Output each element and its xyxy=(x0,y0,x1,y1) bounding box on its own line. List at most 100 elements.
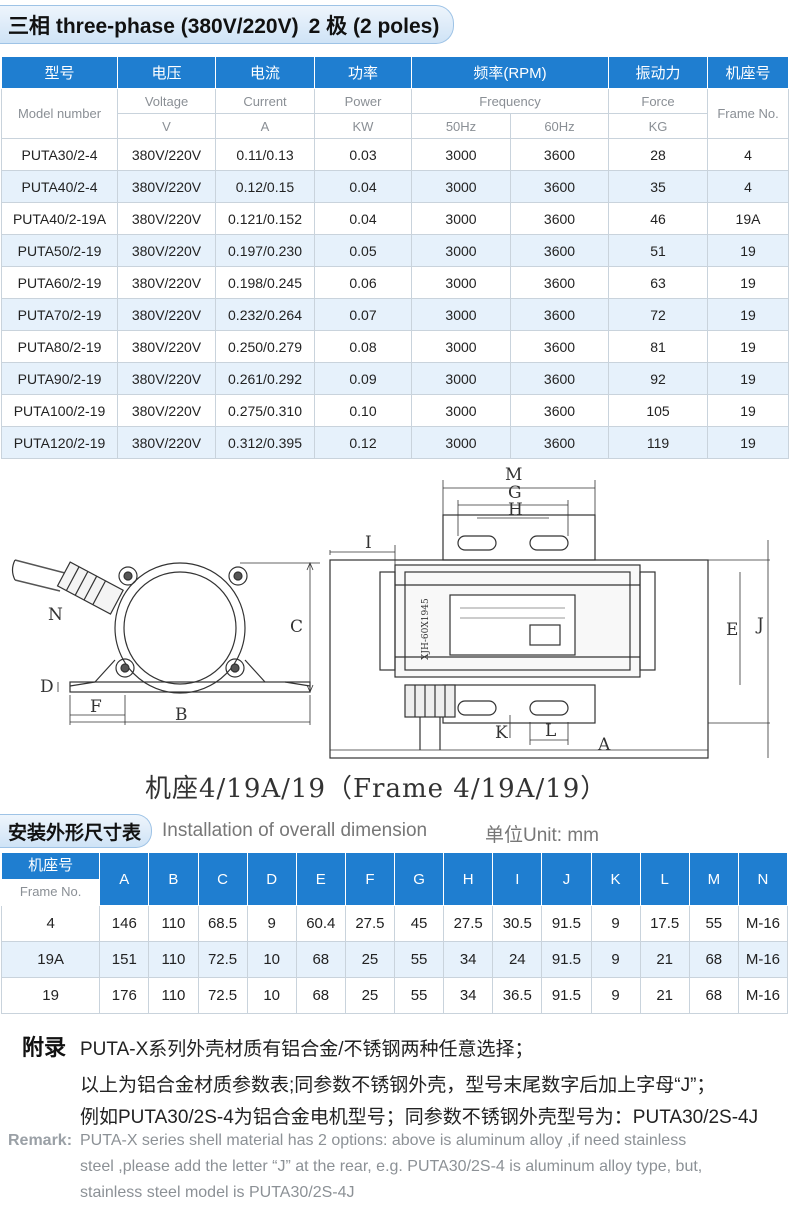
dim-cell: 10 xyxy=(246,977,297,1014)
label-E: E xyxy=(726,620,738,640)
spec-cell: 380V/220V xyxy=(117,298,216,331)
spec-cell: 0.04 xyxy=(314,202,412,235)
dim-cell: M-16 xyxy=(737,905,789,942)
spec-cell: 19 xyxy=(707,266,790,299)
spec-cell: 4 xyxy=(707,170,790,203)
dim-col-header: F xyxy=(344,852,396,906)
spec-cell: 3000 xyxy=(411,394,511,427)
dim-col-header: C xyxy=(197,852,248,906)
dim-col-header: J xyxy=(541,852,592,906)
dim-cell: 72.5 xyxy=(197,977,248,1014)
dim-cell: 10 xyxy=(246,941,297,978)
spec-cell: 380V/220V xyxy=(117,170,216,203)
spec-cell: PUTA30/2-4 xyxy=(1,138,118,171)
dim-col-header: L xyxy=(639,852,690,906)
spec-cell: 0.05 xyxy=(314,234,412,267)
spec-cell: 3600 xyxy=(509,138,610,171)
dim-cell: 4 xyxy=(0,905,101,942)
spec-cell: 0.12 xyxy=(314,426,412,459)
col-frame: 机座号 Frame No. xyxy=(0,852,101,906)
label-A: A xyxy=(597,735,611,755)
col-force-en: Force xyxy=(608,88,709,114)
spec-cell: 380V/220V xyxy=(117,234,216,267)
spec-cell: 380V/220V xyxy=(117,426,216,459)
dim-cell: 9 xyxy=(246,905,297,942)
dim-cell: 21 xyxy=(639,977,690,1014)
dim-cell: 68 xyxy=(295,941,346,978)
remark-line-1: PUTA-X series shell material has 2 optio… xyxy=(80,1132,687,1149)
dim-cell: 55 xyxy=(393,941,445,978)
side-view xyxy=(11,559,320,725)
spec-cell: 3000 xyxy=(411,426,511,459)
spec-cell: 4 xyxy=(707,138,790,171)
dim-cell: 72.5 xyxy=(197,941,248,978)
spec-cell: 0.11/0.13 xyxy=(215,138,315,171)
label-B: B xyxy=(175,705,188,725)
col-force-cn: 振动力 xyxy=(608,56,709,89)
spec-cell: 28 xyxy=(608,138,709,171)
dim-cell: 110 xyxy=(148,905,199,942)
spec-cell: 19 xyxy=(707,330,790,363)
spec-cell: PUTA90/2-19 xyxy=(1,362,118,395)
spec-cell: 3000 xyxy=(411,266,511,299)
col-voltage-cn: 电压 xyxy=(117,56,216,89)
spec-cell: 51 xyxy=(608,234,709,267)
dim-cell: 55 xyxy=(688,905,739,942)
dimension-title-en: Installation of overall dimension xyxy=(162,820,428,841)
dim-cell: 146 xyxy=(99,905,150,942)
dim-col-header: K xyxy=(590,852,641,906)
col-frame-en: Frame No. xyxy=(707,88,790,139)
appendix-line-2: 以上为铝合金材质参数表;同参数不锈钢外壳，型号末尾数字后加上字母“J”； xyxy=(80,1075,716,1096)
label-I: I xyxy=(365,533,372,553)
spec-cell: 0.197/0.230 xyxy=(215,234,315,267)
dim-cell: M-16 xyxy=(737,941,789,978)
unit-current: A xyxy=(215,113,315,139)
col-power-en: Power xyxy=(314,88,412,114)
spec-cell: 3600 xyxy=(509,330,610,363)
spec-cell: PUTA40/2-19A xyxy=(1,202,118,235)
spec-cell: 3600 xyxy=(509,426,610,459)
label-C: C xyxy=(290,617,303,637)
page-title: 三相 three-phase (380V/220V) 2 极 (2 poles) xyxy=(0,5,455,44)
spec-cell: 92 xyxy=(608,362,709,395)
col-frame-cn: 机座号 xyxy=(707,56,790,89)
spec-cell: 0.06 xyxy=(314,266,412,299)
spec-cell: 63 xyxy=(608,266,709,299)
dim-col-header: D xyxy=(246,852,297,906)
dim-cell: 68 xyxy=(688,977,739,1014)
frame-caption: 机座4/19A/19（Frame 4/19A/19） xyxy=(145,774,608,804)
dimension-title: 安装外形尺寸表 xyxy=(0,814,153,848)
spec-cell: 3600 xyxy=(509,298,610,331)
appendix-line-3: 例如PUTA30/2S-4为铝合金电机型号；同参数不锈钢外壳型号为：PUTA30… xyxy=(80,1107,759,1128)
dim-cell: 68 xyxy=(688,941,739,978)
dim-cell: 25 xyxy=(344,941,396,978)
dim-col-header: B xyxy=(148,852,199,906)
spec-cell: 0.09 xyxy=(314,362,412,395)
dim-cell: 55 xyxy=(393,977,445,1014)
dim-cell: 110 xyxy=(148,977,199,1014)
spec-cell: 0.275/0.310 xyxy=(215,394,315,427)
spec-cell: 3000 xyxy=(411,138,511,171)
dim-cell: 68 xyxy=(295,977,346,1014)
top-view xyxy=(329,480,770,759)
spec-cell: 3000 xyxy=(411,202,511,235)
spec-cell: 3600 xyxy=(509,266,610,299)
remark-line-3: stainless steel model is PUTA30/2S-4J xyxy=(80,1184,355,1201)
spec-cell: 35 xyxy=(608,170,709,203)
col-current-cn: 电流 xyxy=(215,56,315,89)
label-G: G xyxy=(508,483,522,503)
spec-cell: 380V/220V xyxy=(117,202,216,235)
dim-cell: M-16 xyxy=(737,977,789,1014)
spec-cell: 3000 xyxy=(411,298,511,331)
spec-cell: 380V/220V xyxy=(117,330,216,363)
dim-cell: 27.5 xyxy=(443,905,494,942)
dim-cell: 30.5 xyxy=(492,905,543,942)
dim-cell: 9 xyxy=(590,977,641,1014)
spec-cell: 19 xyxy=(707,298,790,331)
